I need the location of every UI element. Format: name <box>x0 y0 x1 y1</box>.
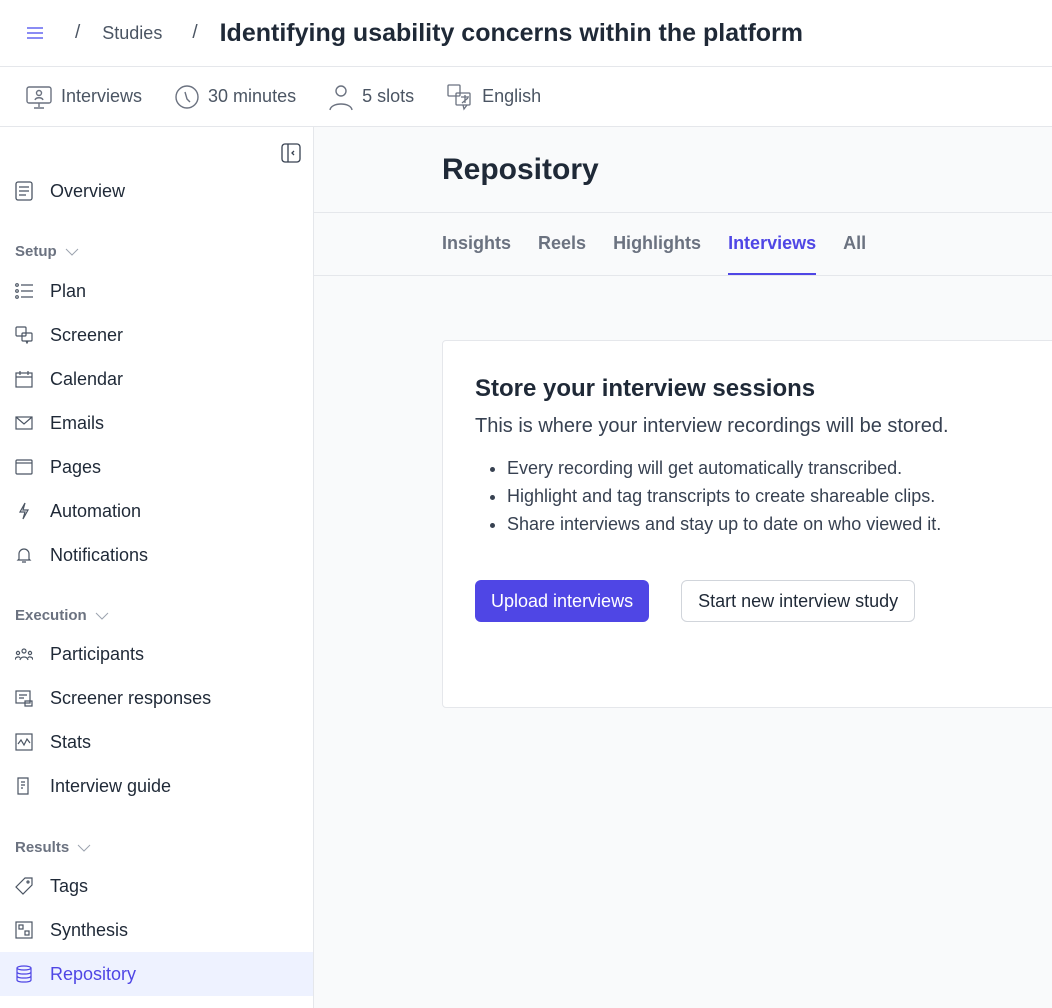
sidebar-item-stats[interactable]: Stats <box>0 720 313 764</box>
meta-language: English <box>446 83 541 111</box>
empty-state-subtitle: This is where your interview recordings … <box>475 415 949 437</box>
responses-icon <box>15 689 50 707</box>
breadcrumb-separator: / <box>75 22 81 43</box>
list-item: Share interviews and stay up to date on … <box>507 510 1029 538</box>
mail-icon <box>15 414 50 432</box>
tab-reels[interactable]: Reels <box>538 232 587 253</box>
breadcrumb-separator: / <box>192 22 198 43</box>
list-item: Every recording will get automatically t… <box>507 454 1029 482</box>
study-meta-bar: Interviews 30 minutes 5 slots English <box>0 67 1052 127</box>
synthesis-icon <box>15 921 50 939</box>
lightning-icon <box>15 502 50 520</box>
page-title: Identifying usability concerns within th… <box>219 18 803 47</box>
list-icon <box>15 282 50 300</box>
database-icon <box>15 965 50 983</box>
sidebar-item-repository[interactable]: Repository <box>0 952 313 996</box>
sidebar-item-overview[interactable]: Overview <box>0 169 313 213</box>
sidebar-item-screener[interactable]: Screener <box>0 313 313 357</box>
interview-monitor-icon <box>25 84 61 110</box>
tab-all[interactable]: All <box>843 232 867 253</box>
empty-state-card: Store your interview sessions This is wh… <box>442 340 1052 708</box>
breadcrumb-studies[interactable]: Studies <box>102 22 163 43</box>
sidebar: Overview Setup Plan Screener Calendar Em… <box>0 127 314 1008</box>
calendar-icon <box>15 370 50 388</box>
sidebar-item-automation[interactable]: Automation <box>0 489 313 533</box>
meta-slots: 5 slots <box>328 83 414 111</box>
sidebar-item-synthesis[interactable]: Synthesis <box>0 908 313 952</box>
tab-interviews[interactable]: Interviews <box>728 213 817 275</box>
chat-question-icon <box>15 326 50 344</box>
chart-icon <box>15 733 50 751</box>
user-icon <box>328 83 362 111</box>
sidebar-item-pages[interactable]: Pages <box>0 445 313 489</box>
chevron-down-icon <box>57 248 79 256</box>
feature-list: Every recording will get automatically t… <box>475 454 1029 538</box>
sidebar-item-plan[interactable]: Plan <box>0 269 313 313</box>
sidebar-item-participants[interactable]: Participants <box>0 632 313 676</box>
upload-interviews-button[interactable]: Upload interviews <box>475 580 650 622</box>
translate-icon <box>446 83 482 111</box>
section-results[interactable]: Results <box>15 839 91 856</box>
chevron-down-icon <box>69 844 91 852</box>
guide-icon <box>15 777 50 795</box>
start-new-interview-study-button[interactable]: Start new interview study <box>681 580 916 622</box>
meta-type: Interviews <box>25 84 142 110</box>
browser-window-icon <box>15 458 50 476</box>
sidebar-item-screener-responses[interactable]: Screener responses <box>0 676 313 720</box>
top-bar: / Studies / Identifying usability concer… <box>0 0 1052 67</box>
bell-icon <box>15 546 50 564</box>
main-content: Repository Insights Reels Highlights Int… <box>314 127 1052 1008</box>
users-icon <box>15 645 50 663</box>
list-item: Highlight and tag transcripts to create … <box>507 482 1029 510</box>
menu-icon[interactable] <box>25 26 45 40</box>
sidebar-item-calendar[interactable]: Calendar <box>0 357 313 401</box>
sidebar-item-tags[interactable]: Tags <box>0 864 313 908</box>
document-icon <box>15 181 50 201</box>
meta-duration: 30 minutes <box>174 84 296 110</box>
chevron-down-icon <box>87 612 109 620</box>
sidebar-item-interview-guide[interactable]: Interview guide <box>0 764 313 808</box>
repository-tabs: Insights Reels Highlights Interviews All <box>314 213 1052 276</box>
empty-state-title: Store your interview sessions <box>475 375 816 402</box>
collapse-sidebar-icon[interactable] <box>281 143 301 163</box>
section-execution[interactable]: Execution <box>15 607 109 624</box>
tag-icon <box>15 877 50 895</box>
sidebar-item-emails[interactable]: Emails <box>0 401 313 445</box>
sidebar-item-notifications[interactable]: Notifications <box>0 533 313 577</box>
section-setup[interactable]: Setup <box>15 243 79 260</box>
tab-highlights[interactable]: Highlights <box>613 232 702 253</box>
repository-title: Repository <box>442 152 599 186</box>
repository-header: Repository <box>314 127 1052 213</box>
clock-icon <box>174 84 208 110</box>
tab-insights[interactable]: Insights <box>442 232 512 253</box>
